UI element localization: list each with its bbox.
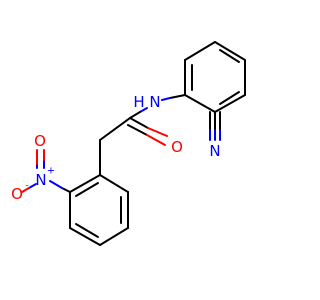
bond — [146, 134, 166, 146]
nitro-oxygen-charge: - — [25, 181, 29, 192]
nitro-oxygen-minus-label: O — [11, 185, 23, 203]
bond — [161, 97, 171, 101]
atom-label-layer: N H O N N + O O - — [11, 93, 221, 203]
bond — [214, 94, 246, 113]
bond — [75, 223, 99, 238]
bond — [69, 227, 101, 246]
bond — [139, 107, 148, 113]
bond — [129, 111, 141, 119]
bond — [69, 174, 101, 193]
bond — [49, 180, 63, 189]
bond — [99, 227, 129, 246]
amide-nitrogen-label: N — [149, 93, 160, 111]
chemical-structure-diagram: N H O N N + O O - — [11, 41, 246, 246]
bond — [169, 94, 186, 99]
bond — [219, 49, 240, 63]
bond — [99, 117, 131, 141]
bond — [61, 187, 71, 193]
carbonyl-oxygen-label: O — [171, 138, 183, 156]
bond — [219, 91, 240, 105]
bond — [129, 117, 149, 129]
bond-layer — [21, 41, 246, 246]
nitro-nitrogen-label: N — [35, 171, 46, 189]
bond — [75, 182, 99, 197]
nitrile-nitrogen-label: N — [209, 142, 220, 160]
bond — [214, 41, 246, 61]
bond — [99, 174, 129, 193]
nitro-oxygen-top-label: O — [34, 132, 46, 150]
bond — [21, 187, 30, 193]
bond — [147, 127, 168, 137]
amide-hydrogen-label: H — [133, 93, 144, 111]
bond — [184, 94, 216, 113]
nitro-nitrogen-charge: + — [47, 166, 55, 177]
bond — [127, 124, 148, 136]
bond — [184, 41, 216, 61]
bond — [28, 183, 37, 189]
